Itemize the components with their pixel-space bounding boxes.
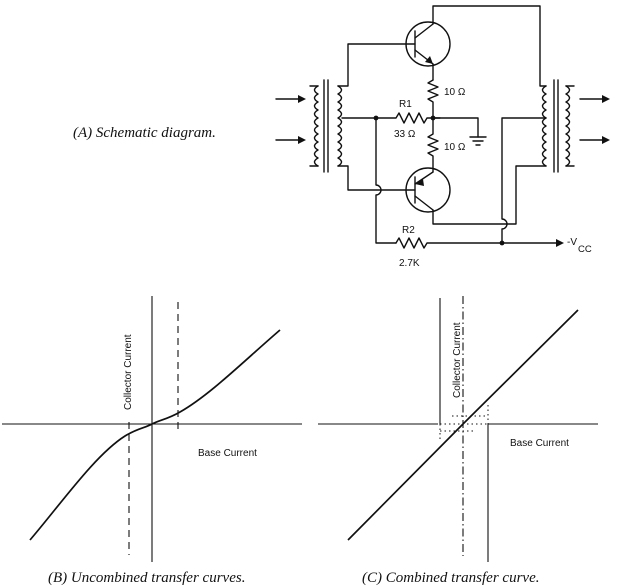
- r2-name-label: R2: [402, 225, 415, 236]
- r2-resistor-icon: [395, 237, 503, 249]
- uncombined-transfer-curve: [29, 329, 281, 541]
- combined-x-label: Base Current: [510, 438, 569, 449]
- supply-voltage-subscript: CC: [578, 244, 592, 255]
- lower-emitter-resistor-icon: [427, 117, 439, 173]
- r1-name-label: R1: [399, 99, 412, 110]
- ground-icon: [469, 136, 487, 146]
- combined-transfer-curve-plot: Collector Current Base Current (C) Combi…: [318, 296, 598, 586]
- supply-voltage-label: -V: [567, 237, 577, 248]
- upper-npn-transistor-icon: [405, 21, 451, 67]
- output-arrow-icon: [579, 95, 610, 144]
- input-arrow-icon: [275, 95, 306, 144]
- combined-caption: (C) Combined transfer curve.: [362, 570, 539, 586]
- schematic-caption: (A) Schematic diagram.: [73, 125, 216, 141]
- uncombined-transfer-curves-plot: Collector Current Base Current (B) Uncom…: [2, 296, 302, 586]
- input-transformer-icon: [309, 79, 343, 173]
- combined-y-label: Collector Current: [452, 322, 463, 398]
- uncombined-y-label: Collector Current: [123, 334, 134, 410]
- upper-emitter-resistor-icon: [427, 79, 439, 119]
- output-transformer-icon: [541, 79, 575, 173]
- r2-value-label: 2.7K: [399, 258, 420, 269]
- upper-emitter-resistor-label: 10 Ω: [444, 87, 466, 98]
- schematic-diagram: R1 33 Ω R2 2.7K 10 Ω: [73, 5, 610, 269]
- r1-value-label: 33 Ω: [394, 129, 416, 140]
- lower-emitter-resistor-label: 10 Ω: [444, 142, 466, 153]
- r1-resistor-icon: [375, 112, 441, 124]
- uncombined-x-label: Base Current: [198, 448, 257, 459]
- combined-transfer-curve: [347, 309, 579, 541]
- uncombined-caption: (B) Uncombined transfer curves.: [48, 570, 245, 586]
- lower-npn-transistor-icon: [405, 167, 451, 213]
